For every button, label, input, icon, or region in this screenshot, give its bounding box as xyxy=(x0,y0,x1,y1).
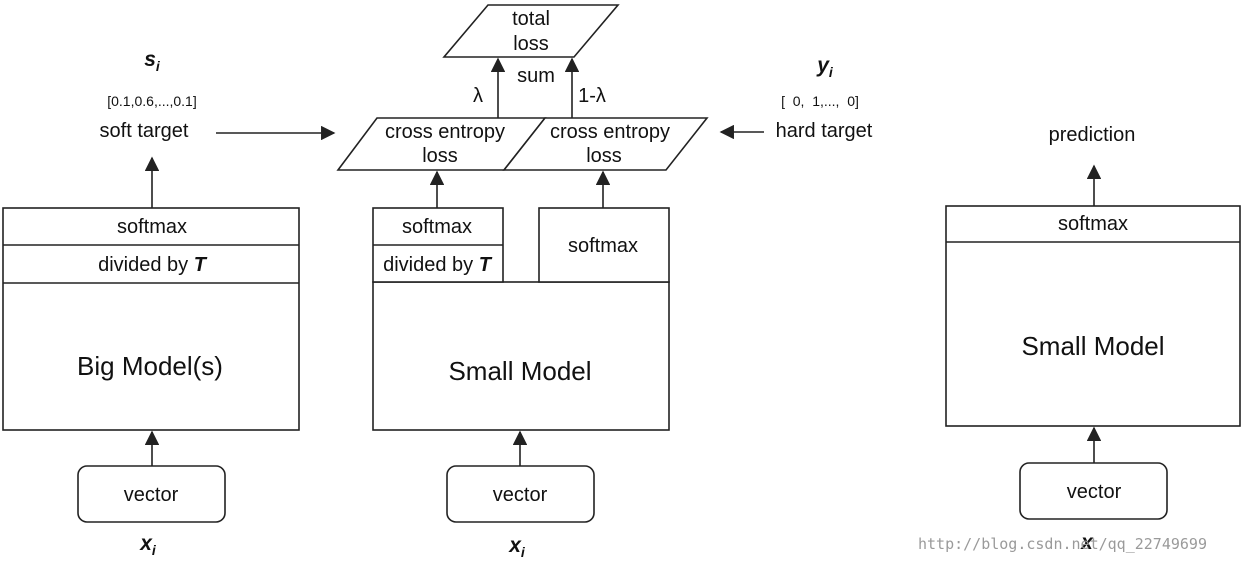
ce-loss-hard-box xyxy=(502,117,709,171)
big-model-input-label: vector xyxy=(124,484,179,506)
big-model-input-symbol: xi xyxy=(139,532,157,558)
hard-target-label: hard target xyxy=(776,120,873,142)
watermark-text: http://blog.csdn.net/qq_22749699 xyxy=(918,535,1207,553)
small-model-input-symbol: xi xyxy=(508,534,526,560)
big-model-divided-by-t: divided by T xyxy=(98,254,208,276)
soft-target-symbol: si xyxy=(144,48,161,74)
small-model-input-label: vector xyxy=(493,484,548,506)
small-model-label: Small Model xyxy=(448,356,591,386)
total-loss-box xyxy=(442,4,620,58)
small-model-softmax-t: softmax xyxy=(402,216,472,238)
inference-small-model-label: Small Model xyxy=(1021,331,1164,361)
one-minus-lambda-label: 1-λ xyxy=(578,85,606,107)
inference-input-label: vector xyxy=(1067,481,1122,503)
total-loss-line-1: total xyxy=(512,8,550,30)
big-model-softmax: softmax xyxy=(117,216,187,238)
big-model-column: si [0.1,0.6,...,0.1] soft target softmax… xyxy=(2,48,300,558)
small-model-softmax: softmax xyxy=(568,235,638,257)
inference-softmax: softmax xyxy=(1058,213,1128,235)
sum-label: sum xyxy=(517,65,555,87)
distillation-column: total loss sum λ 1-λ cross entropy loss … xyxy=(336,4,709,560)
prediction-label: prediction xyxy=(1049,124,1136,146)
ce-loss-soft-line-2: loss xyxy=(422,145,458,167)
ce-loss-soft-line-1: cross entropy xyxy=(385,121,505,143)
small-model-softmax-head xyxy=(538,207,670,283)
inference-column: prediction softmax Small Model vector x xyxy=(945,124,1241,554)
ce-loss-hard-line-2: loss xyxy=(586,145,622,167)
small-model-divided-by-t: divided by T xyxy=(383,254,493,276)
hard-target-vector: [ 0, 1,..., 0] xyxy=(781,93,859,109)
soft-target-label: soft target xyxy=(100,120,189,142)
big-model-box xyxy=(2,207,300,431)
big-model-input-box xyxy=(77,465,226,523)
inference-small-model-box xyxy=(945,205,1241,427)
ce-loss-hard-line-1: cross entropy xyxy=(550,121,670,143)
small-model-input-box xyxy=(446,465,595,523)
lambda-label: λ xyxy=(473,85,483,107)
soft-target-vector: [0.1,0.6,...,0.1] xyxy=(107,93,197,109)
small-model-box xyxy=(372,281,670,431)
hard-target-symbol: yi xyxy=(816,54,834,80)
inference-input-box xyxy=(1019,462,1168,520)
total-loss-line-2: loss xyxy=(513,33,549,55)
inference-input-symbol: x xyxy=(1080,531,1094,554)
hard-target-group: yi [ 0, 1,..., 0] hard target xyxy=(719,54,873,142)
big-model-label: Big Model(s) xyxy=(77,351,223,381)
